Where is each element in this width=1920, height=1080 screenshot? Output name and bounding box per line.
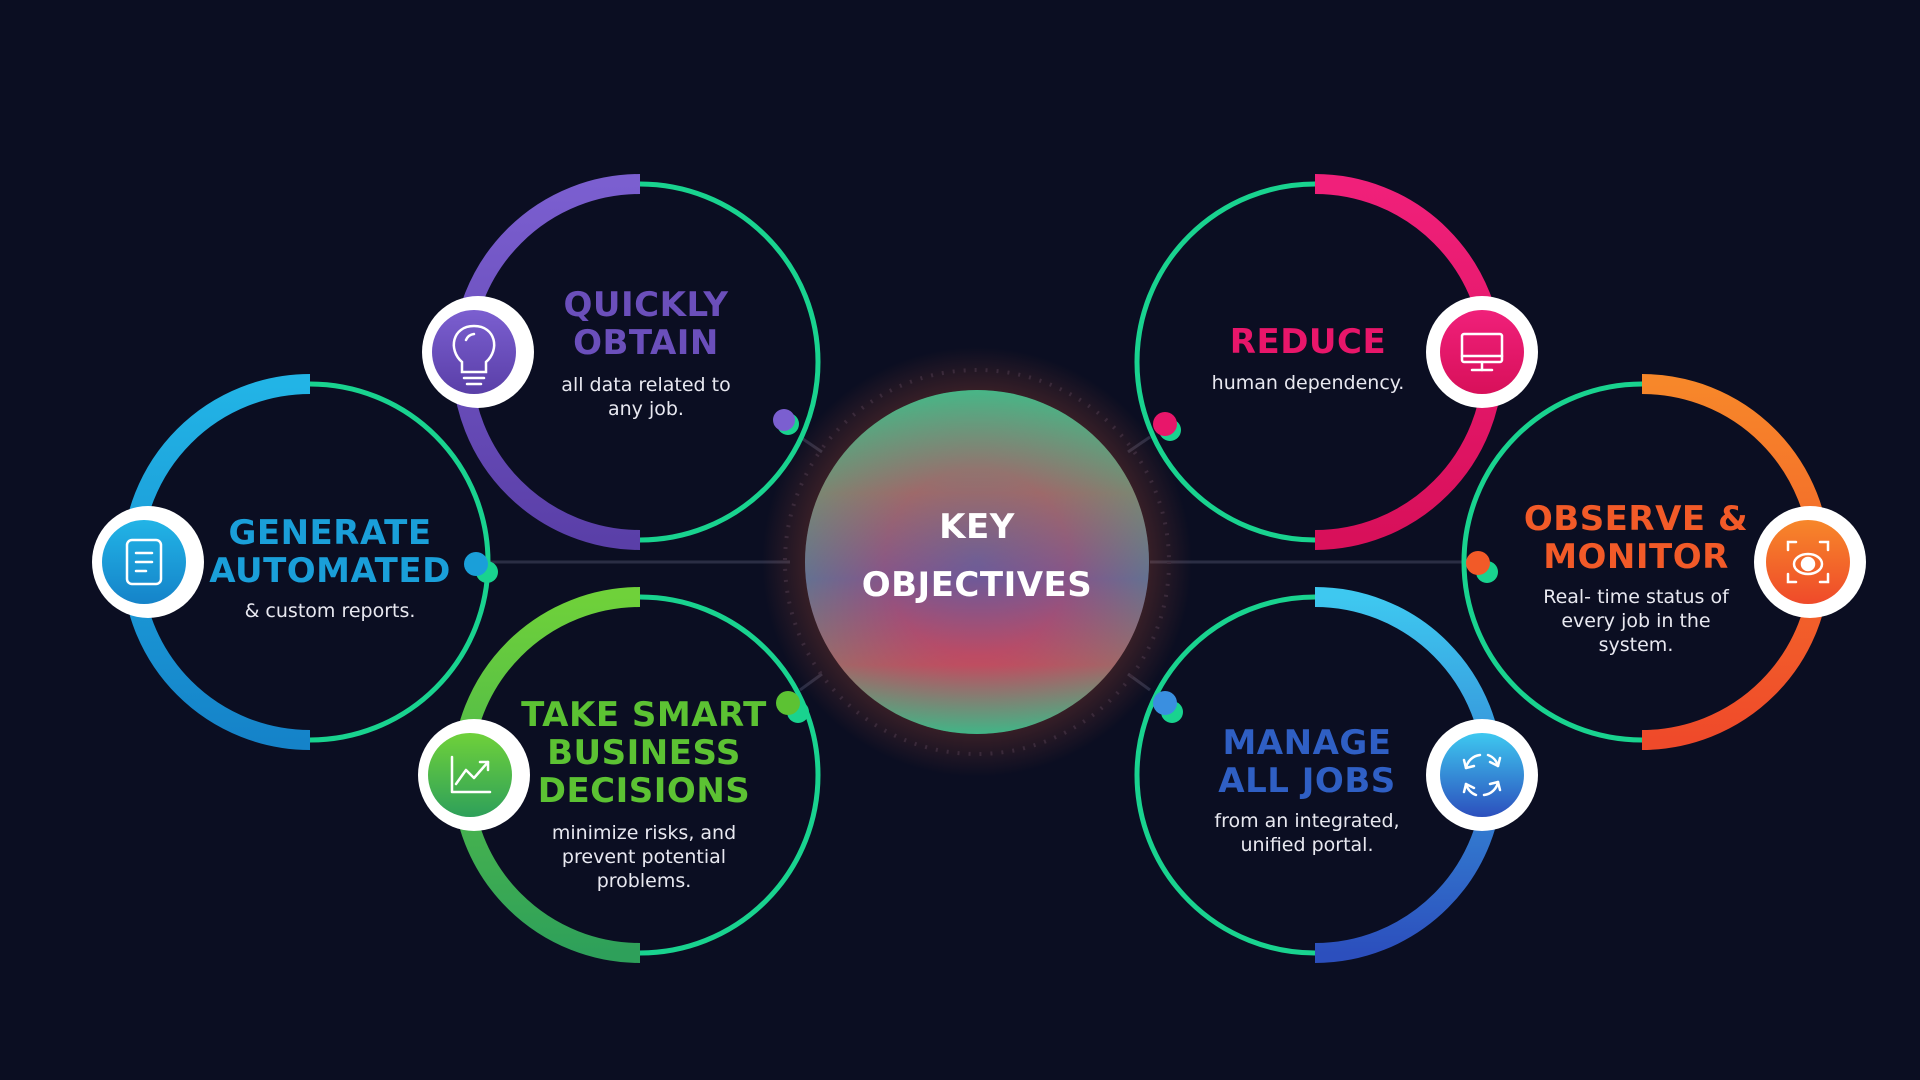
focus-camera-icon	[1786, 540, 1830, 584]
quickly-obtain-description: all data related to any job.	[561, 374, 731, 420]
monitor-icon	[1460, 332, 1504, 372]
ring-accent	[1134, 181, 1316, 543]
center-hub	[762, 347, 1192, 777]
refresh-arrows-icon	[1462, 753, 1502, 797]
reduce-description: human dependency.	[1211, 372, 1405, 394]
objective-take-smart-business-decisions	[418, 587, 821, 963]
document-icon	[125, 538, 163, 586]
manage-all-jobs-title: MANAGE ALL JOBS	[1218, 723, 1396, 801]
quickly-obtain-title: QUICKLY OBTAIN	[563, 285, 729, 363]
observe-monitor-description: Real- time status of every job in the sy…	[1543, 586, 1729, 656]
center-title: KEY OBJECTIVES	[861, 507, 1093, 605]
objective-manage-all-jobs	[1134, 587, 1538, 963]
center-dotted-ring	[783, 368, 1171, 756]
observe-monitor-title: OBSERVE & MONITOR	[1523, 499, 1749, 577]
generate-automated-description: & custom reports.	[244, 600, 416, 622]
ring-accent	[1461, 381, 1643, 743]
ring-accent	[639, 594, 821, 956]
objective-quickly-obtain	[422, 174, 821, 550]
take-smart-business-decisions-title: TAKE SMART BUSINESS DECISIONS	[521, 695, 767, 811]
ring-accent	[639, 181, 821, 543]
manage-all-jobs-description: from an integrated, unified portal.	[1214, 810, 1400, 856]
objective-observe-monitor	[1461, 374, 1866, 750]
objective-reduce	[1134, 174, 1538, 550]
chart-up-icon	[450, 755, 492, 794]
take-smart-business-decisions-description: minimize risks, and prevent potential pr…	[551, 822, 737, 892]
objective-generate-automated	[92, 374, 498, 750]
ring-accent	[1134, 594, 1316, 956]
reduce-title: REDUCE	[1229, 322, 1387, 362]
generate-automated-title: GENERATE AUTOMATED	[209, 513, 451, 591]
lightbulb-icon	[452, 324, 496, 386]
